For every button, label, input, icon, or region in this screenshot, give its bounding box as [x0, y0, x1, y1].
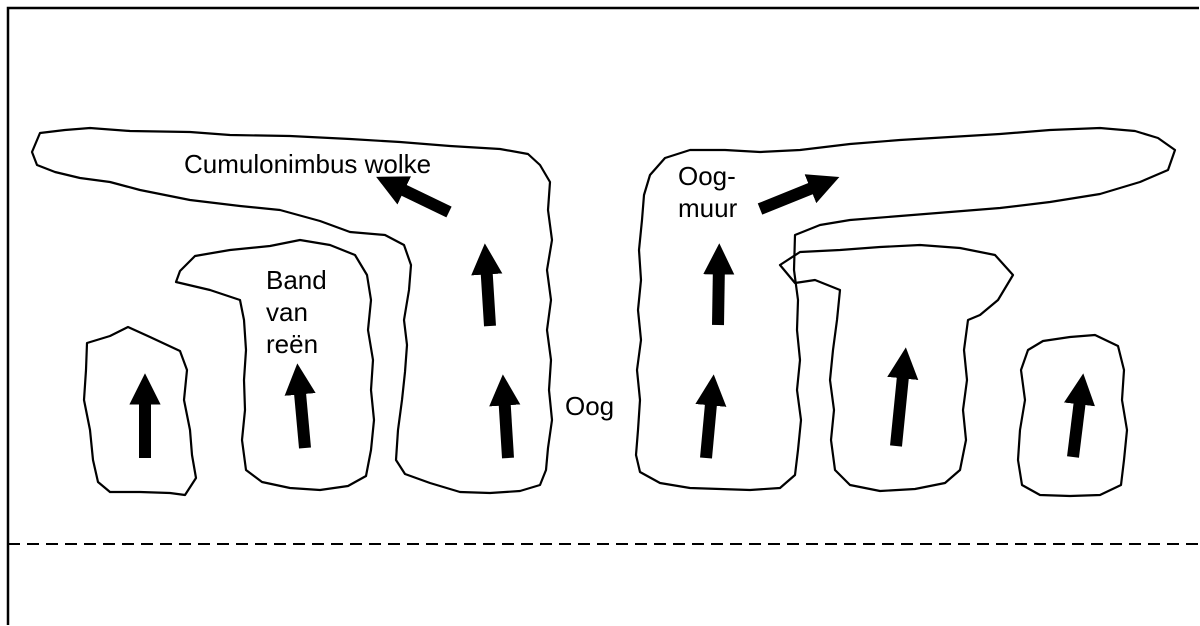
- right-cumulonimbus-cloud: [634, 126, 1177, 492]
- outflow-arrow: [376, 176, 452, 218]
- right-small-cloud: [1016, 333, 1129, 498]
- rain-band-label-line: reën: [266, 329, 319, 359]
- eye-wall-label: Oog- muur: [678, 160, 737, 224]
- updraft-arrow: [703, 243, 735, 326]
- right-rain-band-cloud: [778, 243, 1015, 493]
- updraft-arrow: [284, 363, 316, 449]
- outflow-arrow: [757, 174, 840, 215]
- rain-band-label-line: van: [266, 297, 308, 327]
- updraft-arrow: [695, 374, 727, 459]
- left-cumulonimbus-cloud: [30, 126, 554, 495]
- frame-border: [6, 6, 1199, 625]
- eye-wall-label-line: Oog-: [678, 161, 736, 191]
- eye-label: Oog: [565, 391, 615, 421]
- left-small-cloud: [82, 325, 198, 497]
- eye-wall-label-line: muur: [678, 193, 738, 223]
- updraft-arrow: [887, 347, 919, 447]
- updraft-arrow: [1063, 373, 1095, 458]
- left-rain-band-cloud: [174, 238, 376, 492]
- cumulonimbus-label: Cumulonimbus wolke: [184, 149, 432, 179]
- rain-band-label: Band van reën: [266, 264, 327, 360]
- updraft-arrow: [471, 243, 503, 327]
- rain-band-label-line: Band: [266, 265, 327, 295]
- updraft-arrow: [489, 374, 521, 459]
